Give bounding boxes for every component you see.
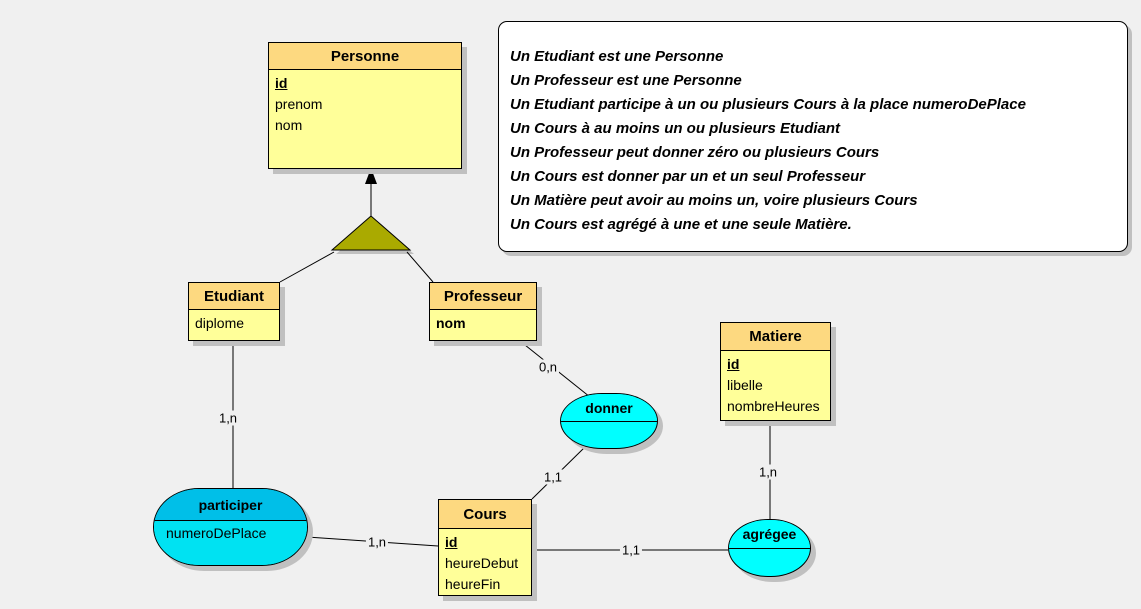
connector-triangle-etudiant — [279, 251, 335, 283]
rule-line: Un Cours à au moins un ou plusieurs Etud… — [510, 120, 841, 137]
relation-participer[interactable]: participer numeroDePlace — [153, 488, 308, 566]
attribute-nombreheures: nombreHeures — [727, 398, 820, 414]
entity-matiere-title: Matiere — [721, 323, 830, 351]
rule-line: Un Matière peut avoir au moins un, voire… — [510, 192, 918, 209]
rule-line: Un Professeur peut donner zéro ou plusie… — [510, 144, 880, 161]
entity-professeur-title: Professeur — [430, 283, 536, 310]
attribute-id: id — [727, 356, 740, 372]
relation-agregee[interactable]: agrégee — [728, 519, 811, 577]
cardinality-donner-cours: 1,1 — [541, 469, 565, 485]
cardinality-etudiant-participer: 1,n — [216, 410, 240, 426]
attribute-heuredebut: heureDebut — [445, 555, 519, 571]
entity-etudiant[interactable]: Etudiant diplome — [188, 282, 280, 341]
relation-participer-title: participer — [154, 489, 307, 521]
rule-line: Un Professeur est une Personne — [510, 72, 742, 89]
entity-personne-title: Personne — [269, 43, 461, 70]
attribute-diplome: diplome — [195, 315, 245, 331]
rule-line: Un Etudiant est une Personne — [510, 48, 724, 65]
cardinality-cours-agregee: 1,1 — [619, 542, 643, 558]
attribute-nom: nom — [436, 315, 466, 331]
entity-professeur[interactable]: Professeur nom — [429, 282, 537, 341]
attribute-id: id — [275, 75, 288, 91]
relation-donner[interactable]: donner — [560, 393, 658, 449]
attribute-numerodeplace: numeroDePlace — [166, 525, 267, 541]
rule-line: Un Etudiant participe à un ou plusieurs … — [510, 96, 1026, 113]
entity-cours-title: Cours — [439, 500, 531, 529]
rule-line: Un Cours est agrégé à une et une seule M… — [510, 216, 852, 233]
connector-triangle-professeur — [406, 251, 434, 283]
cardinality-matiere-agregee: 1,n — [756, 464, 780, 480]
attribute-id: id — [445, 534, 458, 550]
attribute-nom: nom — [275, 117, 303, 133]
entity-matiere[interactable]: Matiere id libelle nombreHeures — [720, 322, 831, 421]
entity-etudiant-title: Etudiant — [189, 283, 279, 310]
rule-line: Un Cours est donner par un et un seul Pr… — [510, 168, 866, 185]
attribute-heurefin: heureFin — [445, 576, 501, 592]
attribute-libelle: libelle — [727, 377, 763, 393]
entity-cours[interactable]: Cours id heureDebut heureFin — [438, 499, 532, 596]
entity-personne[interactable]: Personne id prenom nom — [268, 42, 462, 169]
inheritance-arrowhead-icon — [365, 168, 377, 184]
inheritance-triangle[interactable] — [330, 215, 412, 251]
cardinality-participer-cours: 1,n — [365, 534, 389, 550]
attribute-prenom: prenom — [275, 96, 323, 112]
rules-note-box[interactable]: Un Etudiant est une Personne Un Professe… — [498, 21, 1128, 252]
cardinality-professeur-donner: 0,n — [536, 359, 560, 375]
relation-donner-title: donner — [561, 394, 657, 422]
